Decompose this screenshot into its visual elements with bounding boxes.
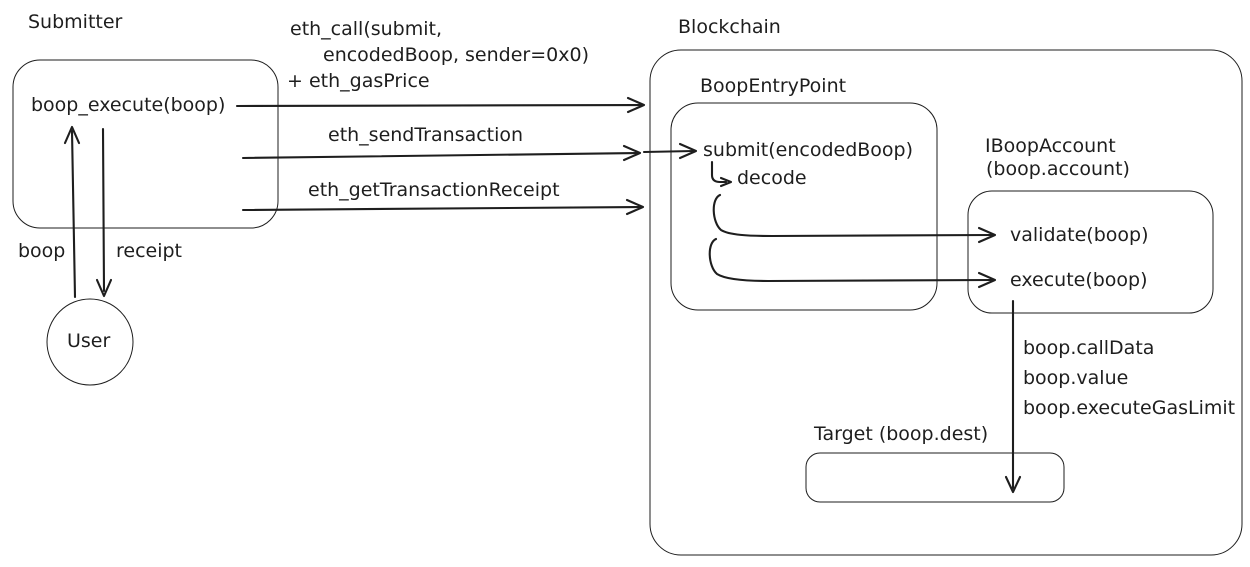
target-box [805, 452, 1065, 503]
boop-entry-point-box [670, 102, 938, 311]
arrow-eth-send-transaction [241, 144, 642, 162]
boop-execute-label: boop_execute(boop) [31, 94, 226, 116]
arrow-eth-get-transaction-receipt [241, 198, 645, 216]
eth-get-transaction-receipt-label: eth_getTransactionReceipt [308, 179, 560, 201]
submitter-box [12, 59, 279, 229]
boop-execute-gas-limit-label: boop.executeGasLimit [1023, 397, 1236, 419]
boop-calldata-label: boop.callData [1023, 337, 1155, 359]
execute-label: execute(boop) [1010, 269, 1148, 291]
arrow-submit [642, 142, 698, 160]
arrow-receipt-down [95, 127, 113, 298]
submit-label: submit(encodedBoop) [703, 139, 914, 161]
boop-value-label: boop.value [1023, 367, 1129, 389]
boop-edge-label: boop [18, 240, 66, 262]
eth-call-label-line1: eth_call(submit, [290, 18, 443, 40]
eth-send-transaction-label: eth_sendTransaction [328, 124, 524, 146]
target-title: Target (boop.dest) [814, 423, 989, 445]
user-label: User [67, 330, 111, 352]
iboop-account-box [967, 190, 1214, 314]
boop-entry-point-title: BoopEntryPoint [700, 75, 847, 97]
receipt-edge-label: receipt [116, 240, 183, 262]
eth-gas-price-label: + eth_gasPrice [287, 70, 430, 92]
arrow-decode-return [710, 160, 733, 188]
arrow-eth-call [235, 96, 646, 114]
arrow-execute-to-target [1004, 299, 1022, 494]
submitter-title: Submitter [28, 11, 123, 33]
blockchain-title: Blockchain [678, 16, 781, 38]
decode-label: decode [737, 167, 807, 189]
blockchain-box [649, 49, 1243, 556]
iboop-account-subtitle: (boop.account) [986, 158, 1130, 180]
validate-label: validate(boop) [1010, 224, 1149, 246]
arrow-boop-up [63, 125, 81, 299]
iboop-account-title: IBoopAccount [985, 135, 1116, 157]
eth-call-label-line2: encodedBoop, sender=0x0) [323, 44, 589, 66]
arrow-to-validate [712, 193, 997, 244]
user-circle [46, 298, 134, 386]
arrow-to-execute [708, 237, 997, 289]
